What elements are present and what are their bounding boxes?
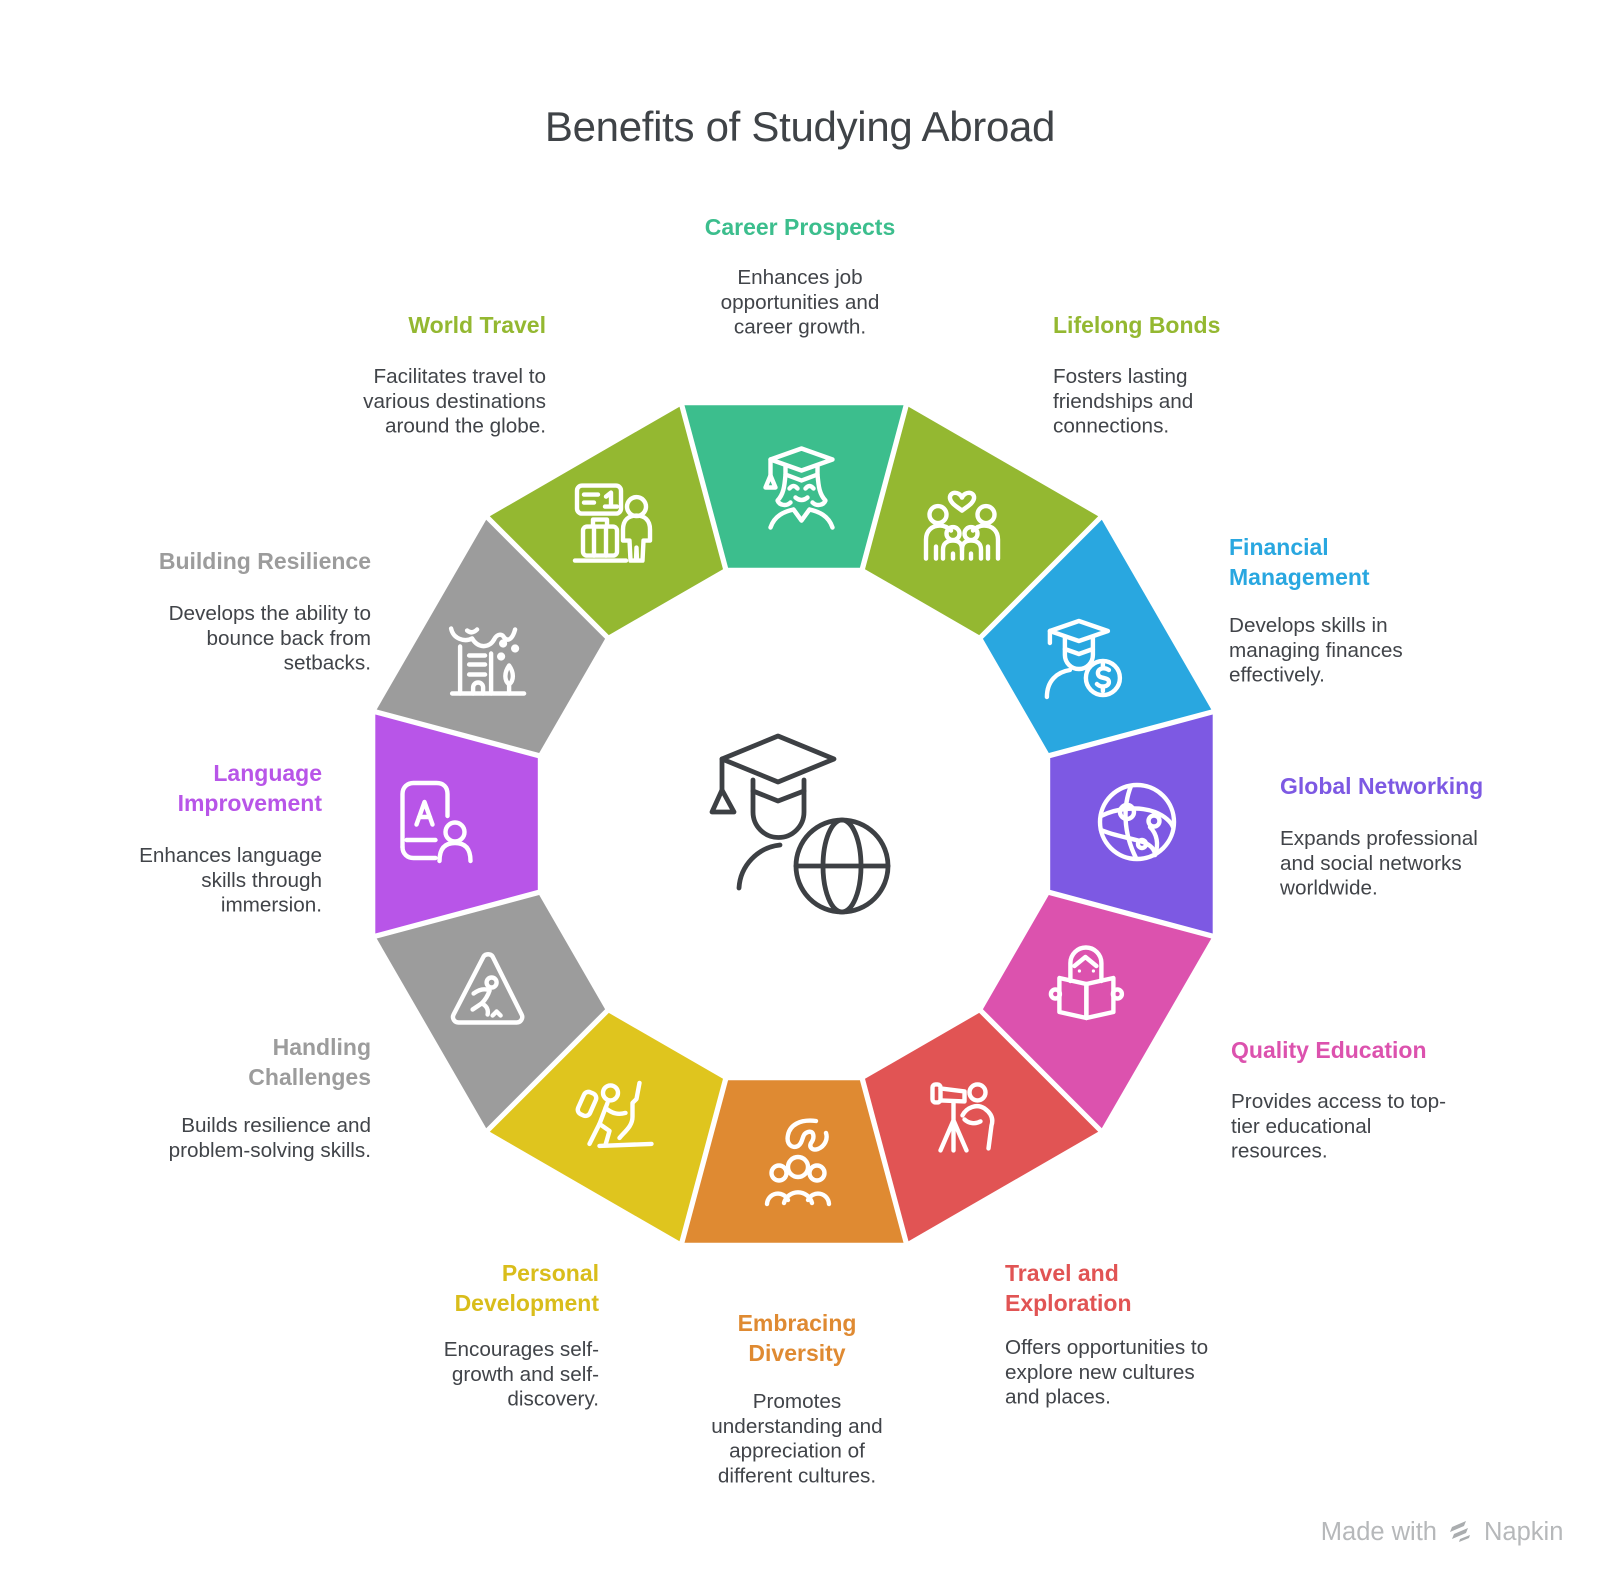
svg-text:around the globe.: around the globe.	[385, 415, 546, 438]
svg-text:explore new cultures: explore new cultures	[1005, 1361, 1195, 1384]
svg-text:Lifelong Bonds: Lifelong Bonds	[1053, 312, 1220, 338]
svg-text:growth and self-: growth and self-	[452, 1363, 599, 1386]
svg-text:Language: Language	[213, 760, 322, 786]
svg-text:effectively.: effectively.	[1229, 664, 1325, 687]
svg-text:understanding and: understanding and	[711, 1415, 882, 1438]
svg-text:Challenges: Challenges	[248, 1064, 371, 1090]
svg-text:Encourages self-: Encourages self-	[444, 1338, 599, 1361]
svg-text:Promotes: Promotes	[753, 1390, 842, 1413]
svg-text:Offers opportunities to: Offers opportunities to	[1005, 1336, 1208, 1359]
svg-text:Building Resilience: Building Resilience	[159, 548, 371, 574]
svg-text:managing finances: managing finances	[1229, 639, 1403, 662]
svg-text:Builds resilience and: Builds resilience and	[181, 1114, 371, 1137]
svg-text:Napkin: Napkin	[1484, 1518, 1563, 1546]
svg-text:appreciation of: appreciation of	[729, 1440, 865, 1463]
svg-text:Travel and: Travel and	[1005, 1260, 1119, 1286]
svg-text:resources.: resources.	[1231, 1140, 1328, 1163]
svg-text:Provides access to top-: Provides access to top-	[1231, 1090, 1446, 1113]
svg-text:various destinations: various destinations	[363, 390, 546, 413]
svg-text:Exploration: Exploration	[1005, 1290, 1132, 1316]
svg-text:Global Networking: Global Networking	[1280, 773, 1483, 799]
svg-text:Develops skills in: Develops skills in	[1229, 614, 1388, 637]
svg-text:problem-solving skills.: problem-solving skills.	[169, 1139, 371, 1162]
svg-text:Expands professional: Expands professional	[1280, 827, 1478, 850]
svg-text:and social networks: and social networks	[1280, 852, 1462, 875]
svg-text:Enhances language: Enhances language	[139, 844, 322, 867]
svg-text:Management: Management	[1229, 564, 1370, 590]
svg-text:tier educational: tier educational	[1231, 1115, 1371, 1138]
svg-text:Handling: Handling	[273, 1034, 371, 1060]
svg-text:Enhances job: Enhances job	[737, 266, 862, 289]
svg-text:Personal: Personal	[502, 1260, 599, 1286]
svg-text:worldwide.: worldwide.	[1279, 877, 1378, 900]
svg-text:Made with: Made with	[1321, 1518, 1437, 1546]
svg-text:Fosters lasting: Fosters lasting	[1053, 365, 1188, 388]
svg-text:Improvement: Improvement	[178, 790, 323, 816]
svg-text:Benefits of Studying Abroad: Benefits of Studying Abroad	[545, 103, 1055, 150]
svg-text:career growth.: career growth.	[734, 316, 866, 339]
svg-text:immersion.: immersion.	[221, 894, 322, 917]
svg-text:World Travel: World Travel	[408, 312, 546, 338]
svg-text:Development: Development	[455, 1290, 600, 1316]
svg-text:Quality Education: Quality Education	[1231, 1037, 1427, 1063]
svg-text:Develops the ability to: Develops the ability to	[169, 602, 371, 625]
svg-text:bounce back from: bounce back from	[207, 627, 371, 650]
svg-text:opportunities and: opportunities and	[721, 291, 880, 314]
svg-text:Embracing: Embracing	[738, 1310, 857, 1336]
svg-text:Financial: Financial	[1229, 534, 1329, 560]
svg-text:friendships and: friendships and	[1053, 390, 1193, 413]
svg-text:discovery.: discovery.	[507, 1388, 599, 1411]
svg-text:Career Prospects: Career Prospects	[705, 214, 896, 240]
svg-text:Facilitates travel to: Facilitates travel to	[374, 365, 546, 388]
svg-text:different cultures.: different cultures.	[718, 1464, 876, 1487]
svg-text:Diversity: Diversity	[748, 1340, 845, 1366]
svg-text:and places.: and places.	[1005, 1386, 1111, 1409]
svg-text:skills through: skills through	[201, 869, 322, 892]
svg-text:connections.: connections.	[1053, 415, 1169, 438]
svg-text:setbacks.: setbacks.	[284, 652, 371, 675]
